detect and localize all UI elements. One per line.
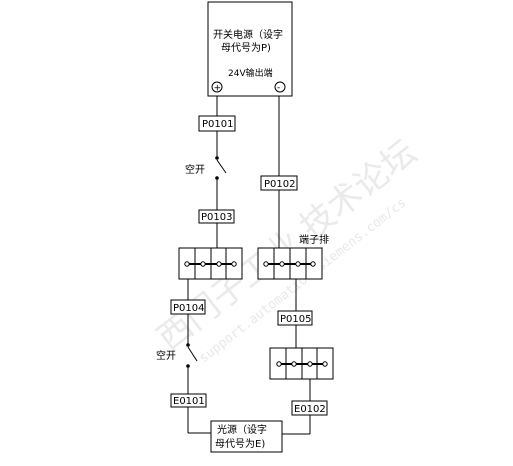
switch-blade-icon bbox=[216, 159, 227, 174]
wire-label-p0105-text: P0105 bbox=[280, 314, 311, 325]
terminal-block-left bbox=[178, 247, 243, 280]
terminal-screw-icon bbox=[216, 261, 222, 267]
terminal-screw-icon bbox=[322, 361, 328, 367]
power-supply: 开关电源（设字 母代号为P) 24V输出端 + - bbox=[207, 1, 293, 97]
light-source: 光源（设字 母代号为E) bbox=[210, 420, 283, 453]
upper-switch-label: 空开 bbox=[185, 163, 205, 176]
wire-label-p0101: P0101 bbox=[198, 115, 236, 132]
switch-contact-icon bbox=[186, 364, 190, 368]
switch-contact-icon bbox=[215, 156, 219, 160]
terminal-screw-icon bbox=[184, 261, 190, 267]
power-output-label: 24V输出端 bbox=[228, 67, 273, 79]
power-supply-label-line2: 母代号为P) bbox=[221, 42, 271, 54]
terminal-screw-icon bbox=[231, 261, 237, 267]
wire-label-p0105: P0105 bbox=[277, 310, 313, 326]
terminal-screw-icon bbox=[307, 361, 313, 367]
switch-contact-icon bbox=[215, 176, 219, 180]
terminal-block-right-top bbox=[257, 247, 323, 280]
wire-label-e0101-text: E0101 bbox=[173, 396, 205, 407]
wire-label-p0104: P0104 bbox=[170, 299, 206, 315]
wire-label-p0103-text: P0103 bbox=[201, 212, 232, 223]
terminal-screw-icon bbox=[276, 361, 282, 367]
wire-label-p0102-text: P0102 bbox=[264, 179, 295, 190]
light-source-label-line2: 母代号为E) bbox=[215, 438, 265, 450]
wires bbox=[187, 96, 311, 435]
power-supply-label-line1: 开关电源（设字 bbox=[213, 28, 283, 41]
plus-terminal-icon bbox=[211, 81, 223, 93]
wire-label-p0103: P0103 bbox=[198, 209, 235, 224]
plus-sign: + bbox=[214, 84, 222, 94]
terminal-block-label: 端子排 bbox=[299, 233, 329, 246]
upper-switch: 空开 bbox=[185, 156, 227, 180]
minus-sign: - bbox=[277, 83, 280, 93]
minus-terminal-icon bbox=[274, 81, 286, 93]
wire-label-p0102: P0102 bbox=[260, 175, 298, 191]
light-source-label-line1: 光源（设字 bbox=[217, 423, 267, 436]
terminal-screw-icon bbox=[295, 261, 301, 267]
switch-blade-icon bbox=[187, 346, 198, 362]
wire-label-e0102-text: E0102 bbox=[294, 404, 326, 415]
lower-switch: 空开 bbox=[156, 343, 198, 368]
terminal-screw-icon bbox=[310, 261, 316, 267]
switch-contact-icon bbox=[186, 343, 190, 347]
terminal-block-right-bottom bbox=[269, 347, 334, 380]
wire-label-e0101: E0101 bbox=[170, 393, 207, 408]
wire-label-p0101-text: P0101 bbox=[202, 119, 233, 130]
lower-switch-label: 空开 bbox=[156, 349, 176, 362]
terminal-screw-icon bbox=[200, 261, 206, 267]
wire-label-e0102: E0102 bbox=[291, 400, 328, 416]
wire-label-p0104-text: P0104 bbox=[173, 303, 204, 314]
terminal-screw-icon bbox=[291, 361, 297, 367]
terminal-screw-icon bbox=[263, 261, 269, 267]
terminal-screw-icon bbox=[279, 261, 285, 267]
